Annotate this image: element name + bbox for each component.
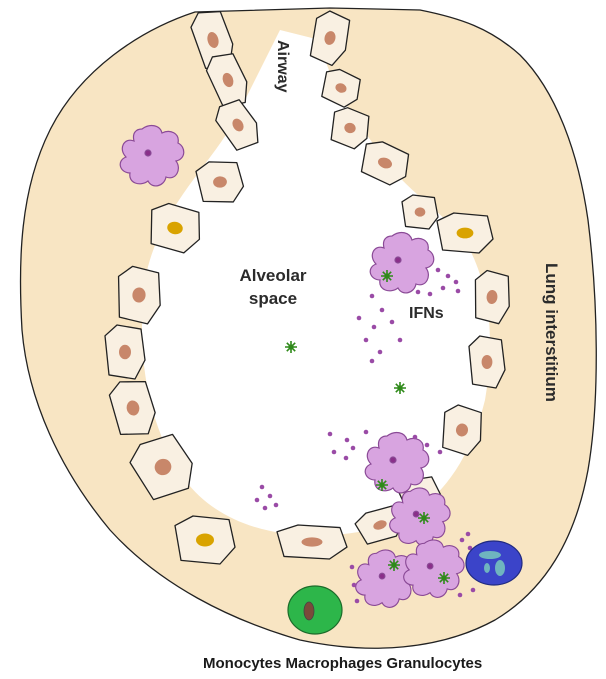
epithelial-cell bbox=[360, 141, 410, 186]
epithelial-cell bbox=[474, 269, 510, 325]
epithelial-cell bbox=[354, 505, 404, 545]
ifn-dot-icon bbox=[344, 437, 350, 443]
ifn-dot-icon bbox=[453, 279, 459, 285]
ifn-dot-icon bbox=[427, 291, 433, 297]
nucleus bbox=[222, 72, 234, 88]
nucleus bbox=[232, 118, 244, 132]
ifn-dot-icon bbox=[470, 587, 476, 593]
epithelial-cell bbox=[104, 324, 146, 380]
epithelial-cell bbox=[205, 53, 248, 107]
ifn-dot-icon bbox=[259, 484, 265, 490]
epithelial-cell bbox=[117, 265, 161, 325]
ifn-dot-icon bbox=[267, 493, 273, 499]
epithelial-cell bbox=[174, 515, 236, 565]
ifn-dot-icon bbox=[369, 358, 375, 364]
ifn-dot-icon bbox=[363, 337, 369, 343]
nucleus bbox=[481, 354, 493, 370]
nucleus bbox=[167, 221, 183, 235]
epithelial-cell bbox=[436, 212, 494, 254]
ifn-dot-icon bbox=[262, 505, 268, 511]
ifn-dot-icon bbox=[273, 502, 279, 508]
epithelial-cell bbox=[442, 404, 482, 457]
ifn-dot-icon bbox=[437, 449, 443, 455]
ifn-dot-icon bbox=[350, 445, 356, 451]
ifn-dot-icon bbox=[349, 564, 355, 570]
ifn-dot-icon bbox=[440, 285, 446, 291]
nucleus bbox=[486, 289, 498, 305]
ifn-dot-icon bbox=[397, 337, 403, 343]
epithelial-cell bbox=[108, 380, 156, 436]
nucleus bbox=[455, 423, 469, 437]
epithelial-cell bbox=[276, 524, 348, 560]
ifn-dot-icon bbox=[455, 288, 461, 294]
epithelial-cell bbox=[321, 68, 361, 108]
epithelial-cell bbox=[330, 107, 370, 150]
ifn-dot-icon bbox=[369, 293, 375, 299]
epithelial-cell bbox=[195, 161, 245, 203]
ifn-dot-icon bbox=[465, 531, 471, 537]
lung-interstitium-label: Lung interstitium bbox=[542, 263, 561, 402]
ifn-dot-icon bbox=[467, 545, 473, 551]
epithelial-cell bbox=[215, 99, 259, 151]
epithelial-cell bbox=[468, 335, 506, 389]
epithelial-cell bbox=[190, 10, 234, 70]
ifn-dot-icon bbox=[371, 324, 377, 330]
epithelial-cell bbox=[150, 202, 201, 254]
ifn-dot-icon bbox=[363, 429, 369, 435]
alveolar-space-label-line1: Alveolar bbox=[239, 266, 306, 285]
nucleus bbox=[344, 122, 356, 134]
ifn-dot-icon bbox=[351, 582, 357, 588]
nucleus bbox=[373, 520, 387, 530]
monocyte-icon bbox=[287, 585, 343, 635]
nucleus bbox=[119, 344, 131, 360]
ifn-dot-icon bbox=[327, 431, 333, 437]
epithelial-cell bbox=[401, 194, 439, 230]
nucleus bbox=[126, 400, 140, 416]
ifn-dot-icon bbox=[389, 319, 395, 325]
cell-types-caption: Monocytes Macrophages Granulocytes bbox=[203, 655, 482, 672]
airway-label: Airway bbox=[274, 40, 291, 93]
granulocyte-icon bbox=[465, 540, 523, 586]
nucleus bbox=[414, 207, 426, 217]
ifn-dot-icon bbox=[377, 349, 383, 355]
nucleus bbox=[213, 176, 227, 188]
ifn-dot-icon bbox=[356, 315, 362, 321]
ifn-dot-icon bbox=[415, 289, 421, 295]
nucleus bbox=[196, 533, 214, 547]
nucleus bbox=[378, 157, 392, 169]
ifn-dot-icon bbox=[424, 442, 430, 448]
epithelial-cell bbox=[309, 10, 351, 67]
ifn-dot-icon bbox=[331, 449, 337, 455]
ifn-dot-icon bbox=[435, 267, 441, 273]
nucleus bbox=[456, 227, 474, 239]
nucleus bbox=[301, 537, 323, 547]
epithelial-cells bbox=[104, 10, 510, 565]
alveolar-space-label-line2: space bbox=[249, 289, 297, 308]
ifn-dot-icon bbox=[354, 598, 360, 604]
nucleus bbox=[132, 287, 146, 303]
ifn-dot-icon bbox=[457, 592, 463, 598]
nucleus bbox=[207, 32, 219, 48]
epithelial-cell bbox=[129, 433, 193, 501]
ifn-dot-icon bbox=[343, 455, 349, 461]
nucleus bbox=[335, 83, 347, 93]
ifn-dot-icon bbox=[459, 537, 465, 543]
ifn-dots bbox=[254, 267, 476, 604]
ifns-label: IFNs bbox=[409, 305, 444, 322]
nucleus bbox=[324, 31, 336, 45]
ifn-dot-icon bbox=[445, 273, 451, 279]
ifn-dot-icon bbox=[379, 307, 385, 313]
ifn-dot-icon bbox=[254, 497, 260, 503]
alveolar-space bbox=[141, 30, 491, 536]
ifn-dot-icon bbox=[412, 434, 418, 440]
nucleus bbox=[154, 458, 172, 476]
